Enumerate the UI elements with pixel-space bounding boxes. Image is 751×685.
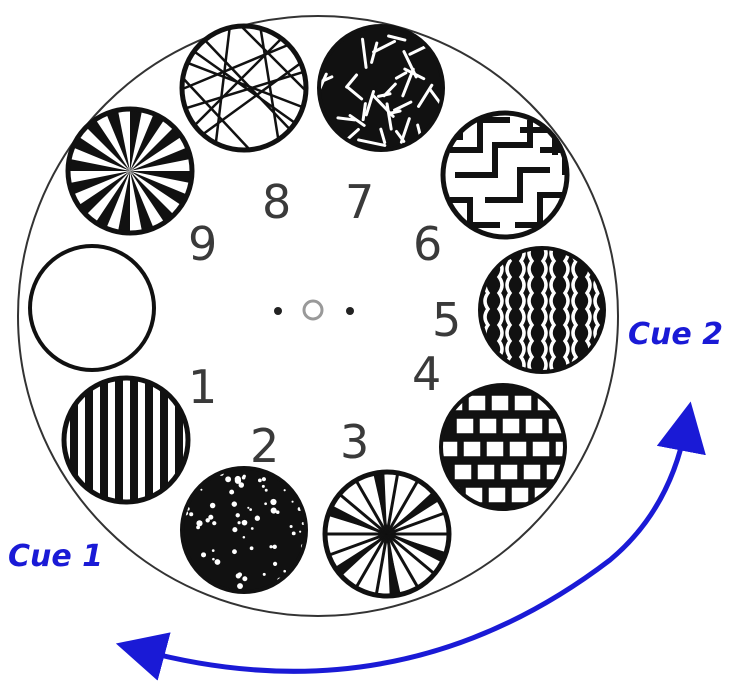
slot-number-5: 5 xyxy=(432,293,461,347)
gobo-open-slot xyxy=(30,246,154,370)
slot-number-8: 8 xyxy=(262,175,291,229)
gobo-3-radial-spokes xyxy=(317,464,457,604)
slot-number-3: 3 xyxy=(340,415,369,469)
wheel-hub xyxy=(274,301,354,319)
gobo-4-bricks xyxy=(440,385,589,509)
gobo-1-vertical-bars xyxy=(64,370,188,510)
slot-number-1: 1 xyxy=(188,360,217,414)
cue-2-label: Cue 2 xyxy=(628,317,723,352)
gobo-8-crosshatch xyxy=(180,25,310,150)
slot-number-7: 7 xyxy=(345,175,374,229)
gobo-5-wavy-lines xyxy=(480,245,604,389)
slot-number-9: 9 xyxy=(188,217,217,271)
slot-number-2: 2 xyxy=(250,419,279,473)
gobo-6-maze xyxy=(443,113,567,240)
cue-1-label: Cue 1 xyxy=(8,539,103,574)
gobo-7-scratches xyxy=(300,26,443,150)
slot-number-4: 4 xyxy=(412,347,441,401)
gobo-9-sunburst xyxy=(60,101,200,241)
gobo-2-dots xyxy=(182,468,307,592)
slot-number-6: 6 xyxy=(413,217,442,271)
